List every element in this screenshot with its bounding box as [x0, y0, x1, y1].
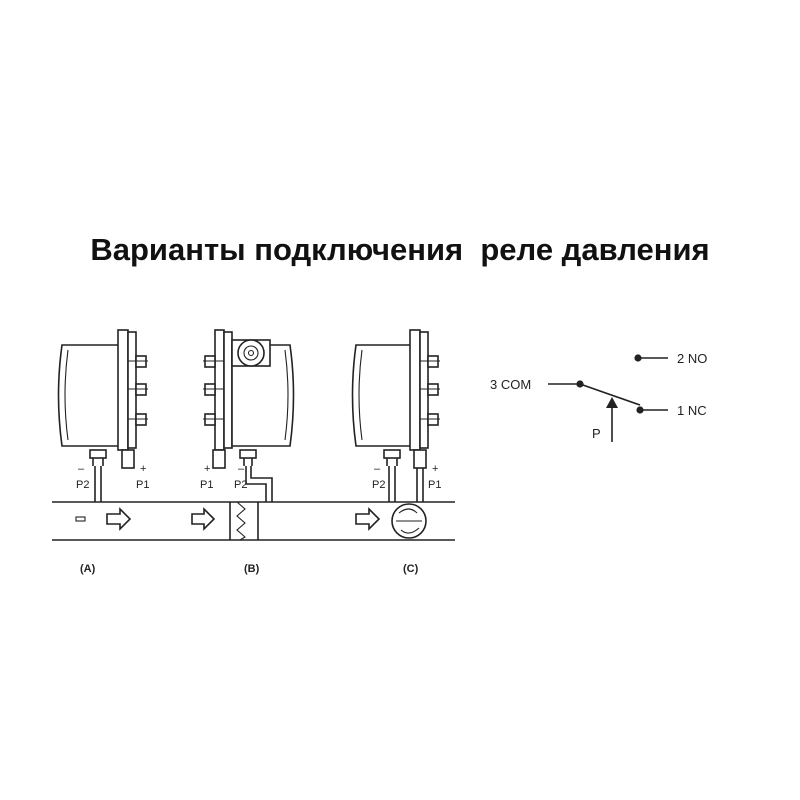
com-terminal-label: 3 COM	[490, 377, 531, 392]
variant-b: + P1 – P2 (B)	[191, 329, 295, 575]
left-port-label: P1	[200, 479, 213, 491]
adjustment-knob-icon	[237, 339, 265, 367]
left-port-label: P2	[372, 479, 385, 491]
no-terminal-label: 2 NO	[677, 351, 707, 366]
right-port-label: P2	[234, 479, 247, 491]
air-duct	[52, 501, 455, 541]
variant-a: – P2 + P1 (A)	[57, 329, 149, 575]
port-fitting-right	[413, 449, 427, 502]
pressure-switch-housing	[203, 329, 295, 451]
switch-schematic: 3 COM 2 NO 1 NC P	[490, 351, 707, 442]
pressure-switch-housing	[57, 329, 148, 451]
pressure-arrow-icon	[606, 397, 618, 442]
variant-c: – P2 + P1 (C)	[351, 329, 441, 575]
right-port-label: P1	[428, 479, 441, 491]
variant-caption: (B)	[244, 563, 260, 575]
left-port-label: P2	[76, 479, 89, 491]
left-sign: +	[204, 463, 210, 475]
port-fitting-right	[239, 449, 273, 502]
flow-arrow-icon	[191, 507, 216, 531]
port-fitting-left	[212, 449, 226, 469]
variant-caption: (A)	[80, 563, 96, 575]
left-sign: –	[374, 463, 381, 475]
right-sign: +	[432, 463, 438, 475]
fan-icon	[391, 503, 427, 539]
nc-terminal-label: 1 NC	[677, 403, 707, 418]
port-fitting-left	[89, 449, 107, 502]
right-port-label: P1	[136, 479, 149, 491]
switch-blade	[579, 383, 641, 406]
right-sign: +	[140, 463, 146, 475]
pressure-switch-housing	[351, 329, 440, 451]
filter-element	[229, 501, 259, 541]
pressure-label: P	[592, 426, 601, 441]
flow-arrow-icon	[355, 507, 381, 531]
port-fitting-left	[383, 449, 401, 502]
left-sign: –	[78, 463, 85, 475]
flow-arrow-icon	[106, 507, 132, 531]
port-fitting-right	[121, 449, 135, 469]
variant-caption: (C)	[403, 563, 419, 575]
flow-marker	[75, 516, 86, 522]
right-sign: –	[238, 463, 245, 475]
page-title: Варианты подключения реле давления	[90, 232, 710, 267]
